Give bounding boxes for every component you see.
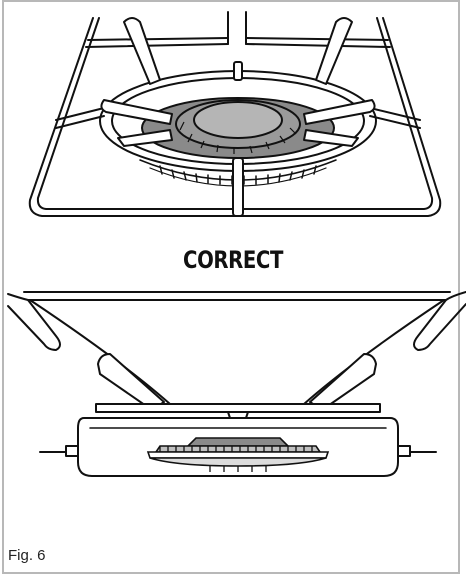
wok-bowl [29,299,445,405]
wok-handle-right [413,291,466,351]
wok-handle-left [7,293,61,351]
support-arm-left [97,353,165,411]
burner-cap [193,101,283,139]
wok-rim [23,291,451,301]
figure-frame [2,0,460,574]
side-burner [146,437,330,467]
correct-label: CORRECT [183,246,283,274]
support-arm-right [309,353,377,411]
figure-caption: Fig. 6 [8,547,46,564]
top-view-arms [100,17,376,217]
